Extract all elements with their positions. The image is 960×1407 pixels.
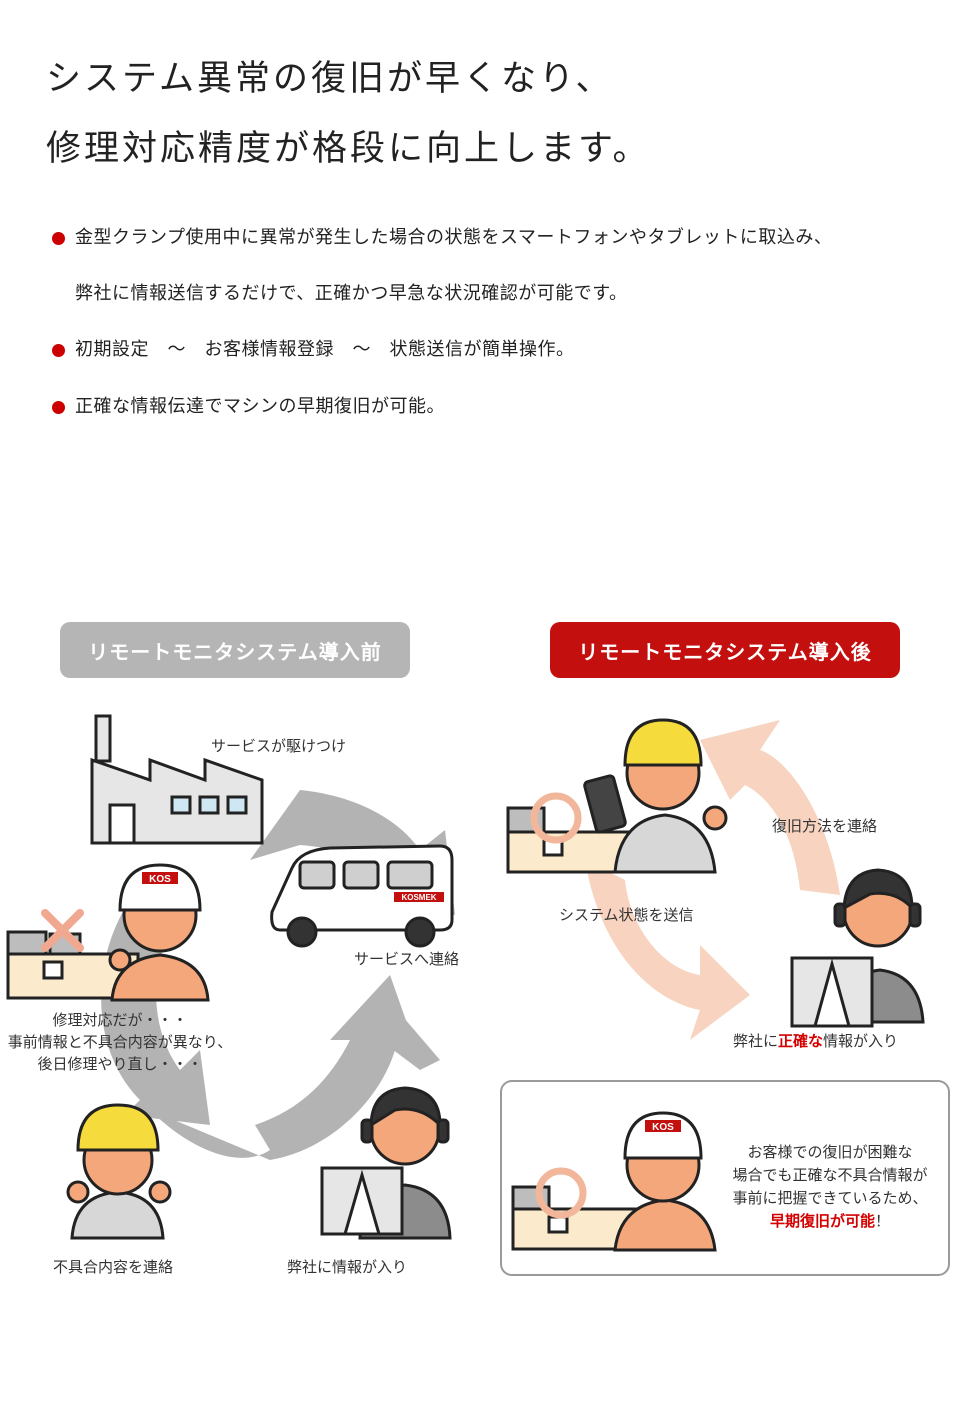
caption-repair: 修理対応だが・・・ 事前情報と不具合内容が異なり、 後日修理やり直し・・・ [0, 1009, 240, 1075]
caption-contact-service: サービスへ連絡 [354, 950, 460, 968]
helmet-logo: KOS [149, 874, 171, 885]
caption-accurate-prefix: 弊社に [733, 1032, 779, 1050]
info-box-suffix: ！ [875, 1212, 891, 1230]
info-box-text: お客様での復旧が困難な 場合でも正確な不具合情報が 事前に把握できているため、 … [720, 1141, 940, 1233]
caption-repair-line3: 後日修理やり直し・・・ [37, 1055, 203, 1073]
before-badge: リモートモニタシステム導入前 [60, 622, 410, 678]
smartphone-icon [583, 774, 627, 834]
bullet-3: 正確な情報伝達でマシンの早期復旧が可能。 [75, 396, 445, 417]
caption-info-received: 弊社に情報が入り [287, 1258, 408, 1276]
bullet-2: 初期設定 ～ お客様情報登録 ～ 状態送信が簡単操作。 [75, 339, 575, 360]
caption-report-defect: 不具合内容を連絡 [53, 1258, 174, 1276]
caption-send-status: システム状態を送信 [559, 906, 694, 924]
bullet-1-line1: 金型クランプ使用中に異常が発生した場合の状態をスマートフォンやタブレットに取込み… [75, 227, 833, 248]
info-box-line3: 事前に把握できているため、 [732, 1189, 928, 1207]
worker-icon [613, 1111, 717, 1252]
caption-accurate-suffix: 情報が入り [823, 1032, 899, 1050]
bullet-1-line2: 弊社に情報送信するだけで、正確かつ早急な状況確認が可能です。 [75, 283, 628, 304]
caption-accurate-info: 弊社に正確な情報が入り [733, 1034, 898, 1049]
circle-mark-icon [535, 1167, 587, 1219]
helmet-logo: KOS [652, 1122, 674, 1133]
worker-icon [108, 863, 210, 1002]
caption-repair-line2: 事前情報と不具合内容が異なり、 [7, 1033, 233, 1051]
worker-icon [613, 718, 728, 874]
van-logo: KOSMEK [401, 893, 436, 902]
info-box-line2: 場合でも正確な不具合情報が [732, 1166, 928, 1184]
after-badge: リモートモニタシステム導入後 [550, 622, 900, 678]
circle-mark-icon [530, 792, 582, 844]
caption-contact-method: 復旧方法を連絡 [772, 817, 878, 835]
bullet-dot-icon [52, 401, 65, 414]
info-box-red: 早期復旧が可能 [769, 1212, 875, 1230]
caption-service-rush: サービスが駆けつけ [211, 737, 347, 755]
operator-headset-icon [320, 1086, 452, 1240]
caption-accurate-red: 正確な [778, 1032, 824, 1050]
worker-icon [66, 1103, 172, 1240]
info-box [500, 1080, 950, 1276]
operator-headset-icon [790, 868, 925, 1028]
cross-mark-icon [41, 909, 84, 952]
info-box-line4: 早期復旧が可能！ [720, 1210, 940, 1233]
van-icon [270, 844, 454, 948]
factory-icon [90, 714, 264, 845]
bullet-dot-icon [52, 344, 65, 357]
bullet-dot-icon [52, 232, 65, 245]
info-box-line1: お客様での復旧が困難な [747, 1143, 913, 1161]
headline-line1: システム異常の復旧が早くなり、 [46, 59, 614, 99]
caption-repair-line1: 修理対応だが・・・ [52, 1011, 188, 1029]
cycle-arrow-icon [585, 720, 840, 1040]
headline-line2: 修理対応精度が格段に向上します。 [46, 129, 651, 169]
